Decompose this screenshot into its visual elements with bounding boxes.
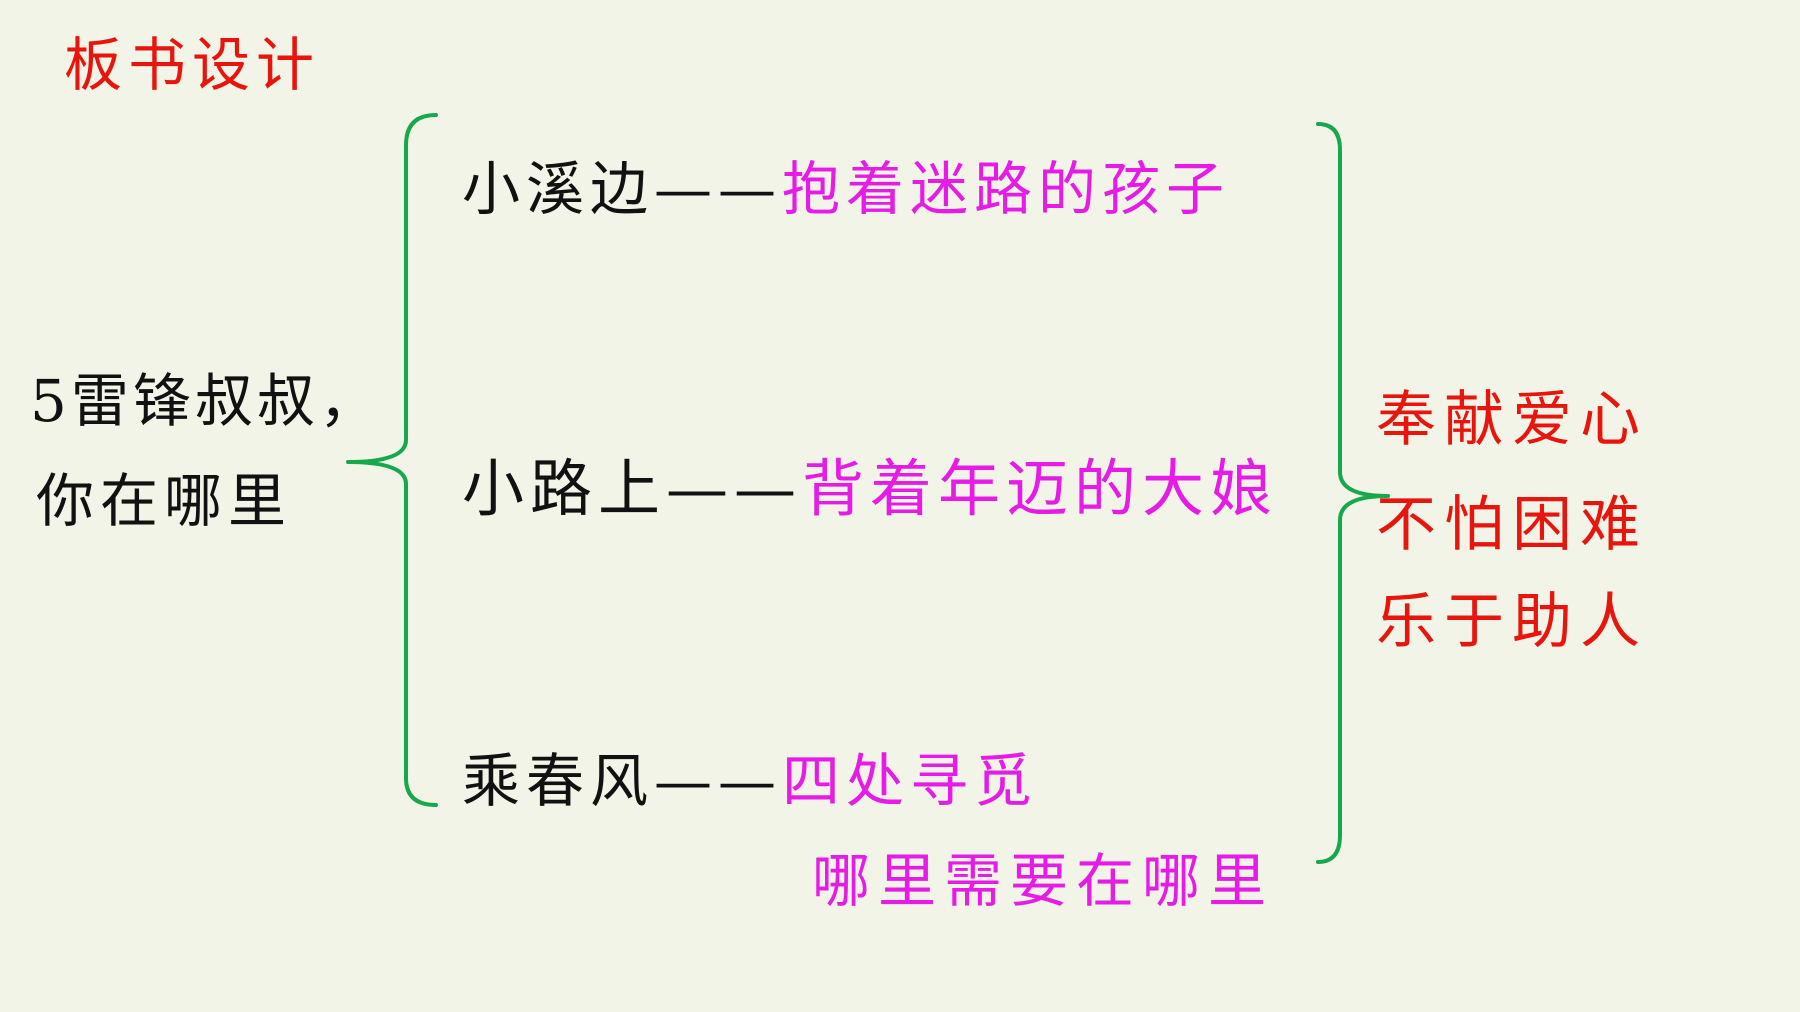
- left-brace: [346, 113, 438, 807]
- scene-deed-continued: 哪里需要在哪里: [812, 847, 1275, 915]
- board-title: 板书设计: [64, 31, 321, 99]
- scene-place: 小路上: [462, 452, 667, 525]
- scene-place: 小溪边: [462, 155, 655, 223]
- scene-deed: 抱着迷路的孩子: [782, 155, 1231, 223]
- scene-dash: ——: [666, 452, 803, 525]
- scene-dash: ——: [654, 155, 783, 223]
- scene-dash: ——: [654, 747, 783, 815]
- lesson-title-line-2: 你在哪里: [36, 467, 293, 535]
- conclusion-item: 不怕困难: [1376, 490, 1648, 560]
- right-brace: [1316, 122, 1390, 864]
- scene-row-road: 小路上——背着年迈的大娘: [462, 458, 1278, 520]
- scene-deed: 背着年迈的大娘: [802, 452, 1279, 525]
- conclusion-item: 奉献爱心: [1376, 385, 1648, 455]
- scene-place: 乘春风: [462, 747, 655, 815]
- lesson-title-line-1: 5雷锋叔叔，: [30, 367, 381, 435]
- scene-row-stream: 小溪边——抱着迷路的孩子: [462, 160, 1230, 218]
- scene-deed: 四处寻觅: [782, 747, 1039, 815]
- conclusion-item: 乐于助人: [1376, 587, 1648, 657]
- scene-row-spring-wind: 乘春风——四处寻觅: [462, 752, 1038, 810]
